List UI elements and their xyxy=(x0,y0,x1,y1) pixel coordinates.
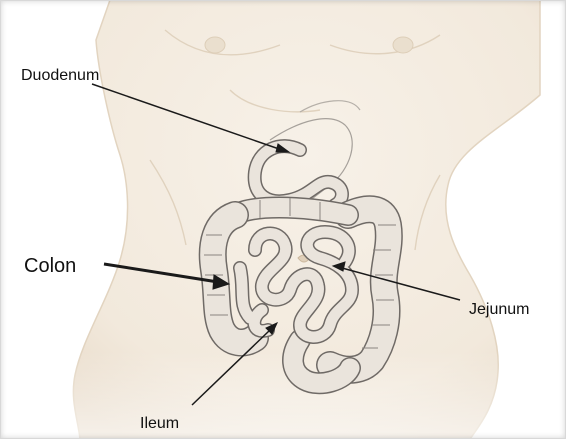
label-jejunum: Jejunum xyxy=(469,301,529,318)
left-nipple xyxy=(205,37,225,53)
label-colon: Colon xyxy=(24,255,76,277)
label-ileum: Ileum xyxy=(140,415,179,432)
label-duodenum: Duodenum xyxy=(21,67,99,84)
right-nipple xyxy=(393,37,413,53)
